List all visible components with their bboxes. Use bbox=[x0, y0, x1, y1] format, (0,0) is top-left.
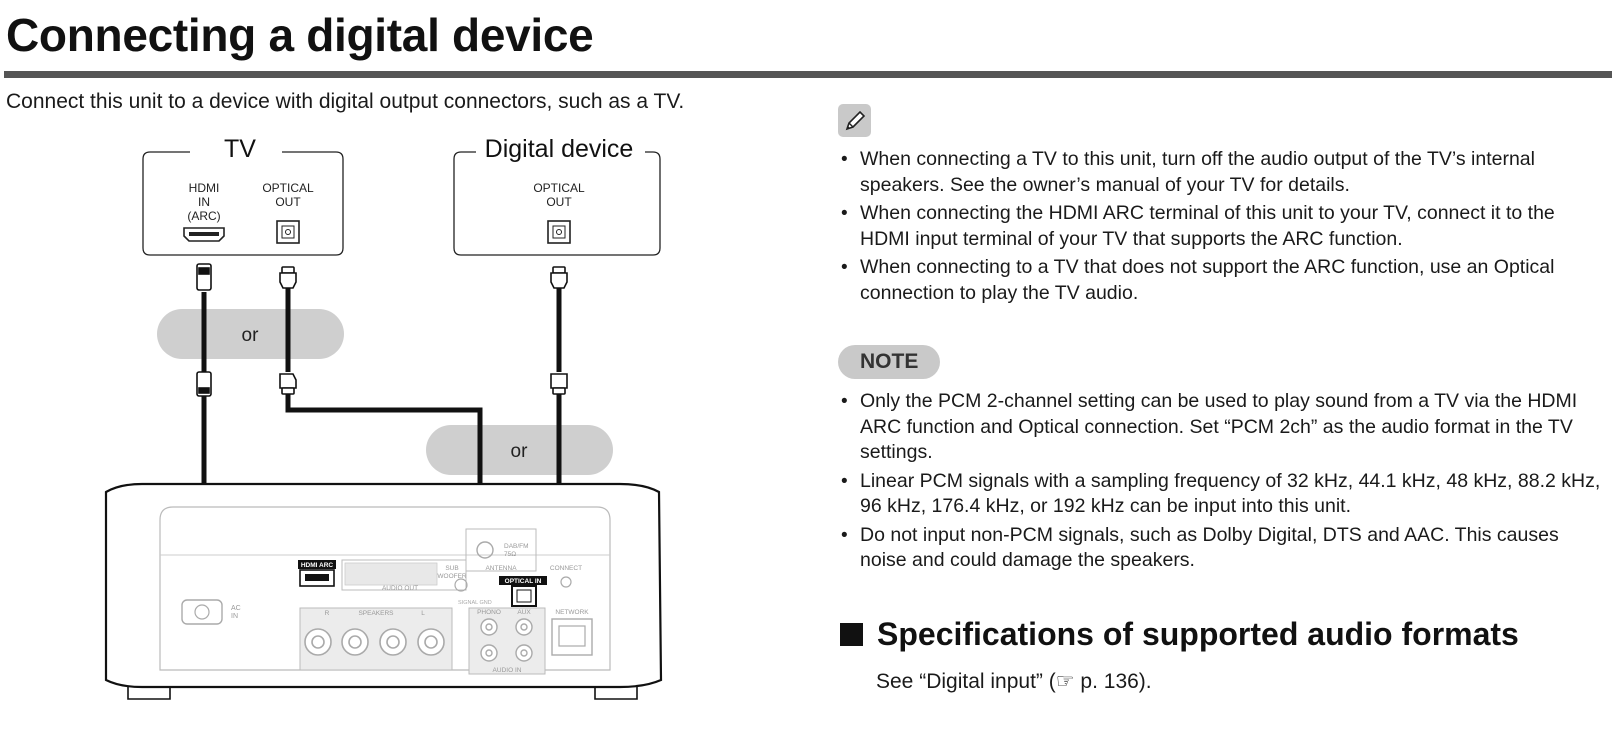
device-optical-label-1: OPTICAL bbox=[533, 181, 585, 195]
tv-box: TV HDMI IN (ARC) OPTICAL OUT bbox=[142, 135, 344, 256]
audio-out-label: AUDIO OUT bbox=[382, 585, 418, 592]
signal-gnd-label: SIGNAL GND bbox=[458, 600, 492, 606]
network-label: NETWORK bbox=[555, 609, 589, 616]
tv-label: TV bbox=[224, 135, 256, 163]
notes-list: When connecting a TV to this unit, turn … bbox=[838, 147, 1608, 306]
hdmi-arc-label: HDMI ARC bbox=[301, 562, 334, 569]
list-item: Do not input non-PCM signals, such as Do… bbox=[838, 523, 1608, 574]
notes-column: When connecting a TV to this unit, turn … bbox=[838, 104, 1608, 694]
pencil-icon bbox=[838, 104, 871, 137]
tv-optical-port-icon bbox=[276, 220, 300, 244]
network-port-icon bbox=[551, 618, 593, 656]
ac-in-label-1: AC bbox=[231, 605, 241, 612]
speaker-terminals-icon bbox=[304, 628, 445, 656]
spec-heading: Specifications of supported audio format… bbox=[838, 616, 1608, 653]
intro-text: Connect this unit to a device with digit… bbox=[6, 90, 685, 113]
note-list: Only the PCM 2-channel setting can be us… bbox=[838, 389, 1608, 574]
audio-in-label: AUDIO IN bbox=[493, 667, 522, 674]
ac-in-label-2: IN bbox=[231, 613, 238, 620]
dab-fm-label-1: DAB/FM bbox=[504, 543, 529, 550]
note-badge: NOTE bbox=[838, 345, 941, 379]
spec-ref-page[interactable]: p. 136). bbox=[1074, 669, 1152, 693]
title-rule bbox=[4, 71, 1612, 78]
connection-diagram: TV HDMI IN (ARC) OPTICAL OUT Digital dev… bbox=[104, 135, 663, 700]
pointing-hand-icon[interactable]: ☞ bbox=[1055, 669, 1075, 693]
list-item: When connecting the HDMI ARC terminal of… bbox=[838, 201, 1608, 252]
list-item: When connecting a TV to this unit, turn … bbox=[838, 147, 1608, 198]
tv-hdmi-port-icon bbox=[183, 227, 225, 242]
digital-device-box: Digital device OPTICAL OUT bbox=[453, 135, 661, 256]
hdmi-plug-icon bbox=[196, 263, 212, 397]
device-optical-label-2: OUT bbox=[546, 195, 572, 209]
dab-fm-label-2: 75Ω bbox=[504, 551, 516, 558]
or-label-2: or bbox=[511, 441, 529, 462]
optical-in-port-icon bbox=[511, 585, 537, 607]
connect-label: CONNECT bbox=[550, 565, 582, 572]
sub-woofer-label-1: SUB bbox=[445, 565, 458, 572]
aux-label: AUX bbox=[517, 609, 531, 616]
list-item: Only the PCM 2-channel setting can be us… bbox=[838, 389, 1608, 466]
tv-optical-label-2: OUT bbox=[275, 195, 301, 209]
tv-hdmi-label-1: HDMI bbox=[189, 181, 220, 195]
phono-label: PHONO bbox=[477, 609, 501, 616]
or-pill-2: or bbox=[426, 425, 613, 475]
speakers-label: SPEAKERS bbox=[358, 610, 394, 617]
or-label-1: or bbox=[242, 325, 260, 346]
device-optical-plug-icon bbox=[550, 266, 568, 395]
spec-reference: See “Digital input” (☞ p. 136). bbox=[876, 669, 1608, 694]
spec-ref-prefix: See “Digital input” ( bbox=[876, 669, 1056, 693]
square-bullet-icon bbox=[840, 622, 863, 646]
list-item: When connecting to a TV that does not su… bbox=[838, 255, 1608, 306]
rca-jacks-icon bbox=[480, 618, 533, 662]
speaker-r-label: R bbox=[325, 610, 330, 617]
or-pill-1: or bbox=[157, 309, 344, 359]
tv-hdmi-label-3: (ARC) bbox=[187, 209, 220, 223]
sub-woofer-label-2: WOOFER bbox=[437, 573, 467, 580]
spec-heading-text: Specifications of supported audio format… bbox=[877, 615, 1519, 652]
speaker-l-label: L bbox=[421, 610, 425, 617]
device-label: Digital device bbox=[485, 135, 634, 163]
optical-in-label: OPTICAL IN bbox=[505, 578, 542, 585]
ac-in-socket-icon bbox=[181, 599, 223, 625]
page-title: Connecting a digital device bbox=[6, 9, 594, 61]
antenna-label: ANTENNA bbox=[485, 565, 517, 572]
tv-hdmi-label-2: IN bbox=[198, 195, 210, 209]
device-optical-port-icon bbox=[547, 220, 571, 244]
unit-rear-panel: AC IN HDMI ARC SUB WOOFER AUDIO OUT DAB/… bbox=[104, 482, 663, 700]
list-item: Linear PCM signals with a sampling frequ… bbox=[838, 469, 1608, 520]
optical-plug-icon bbox=[279, 266, 297, 395]
tv-optical-label-1: OPTICAL bbox=[262, 181, 314, 195]
